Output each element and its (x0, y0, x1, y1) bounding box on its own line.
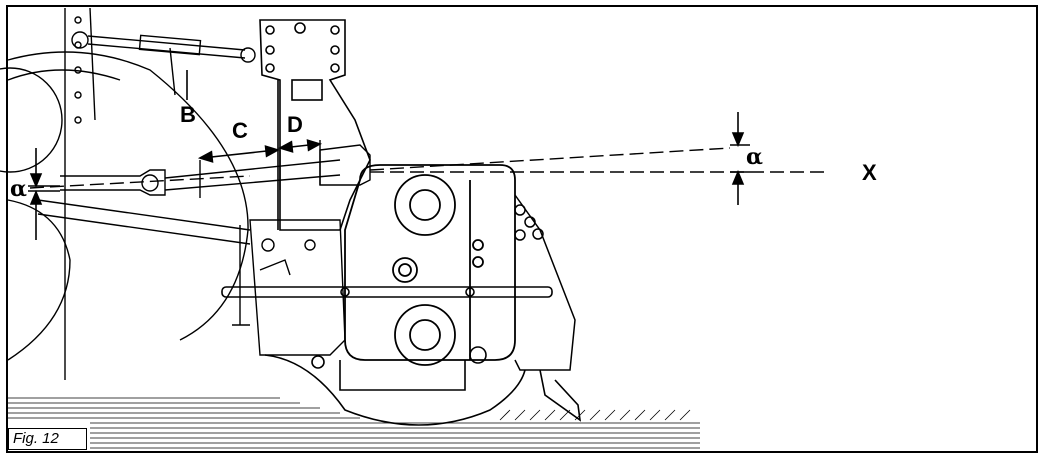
label-alpha-left: α (10, 176, 27, 202)
pto-shaft (60, 140, 371, 198)
label-b: B (180, 102, 196, 127)
headstock (259, 19, 371, 231)
ground-hatching (8, 397, 700, 449)
rear-cover (514, 194, 576, 371)
label-x: X (862, 160, 877, 185)
figure-caption: Fig. 12 (8, 428, 87, 450)
lower-link (37, 199, 251, 245)
figure-frame (6, 5, 1038, 453)
gearbox-housing (344, 164, 516, 366)
tractor-wheel (0, 7, 249, 380)
top-link (71, 31, 256, 96)
dimension-arrows (29, 70, 745, 240)
label-c: C (232, 118, 248, 143)
cross-bar (221, 286, 553, 298)
side-plate (232, 219, 346, 356)
rotor-hood (264, 346, 582, 426)
label-alpha-right: α (746, 144, 763, 170)
reference-lines (28, 144, 830, 192)
label-d: D (287, 112, 303, 137)
